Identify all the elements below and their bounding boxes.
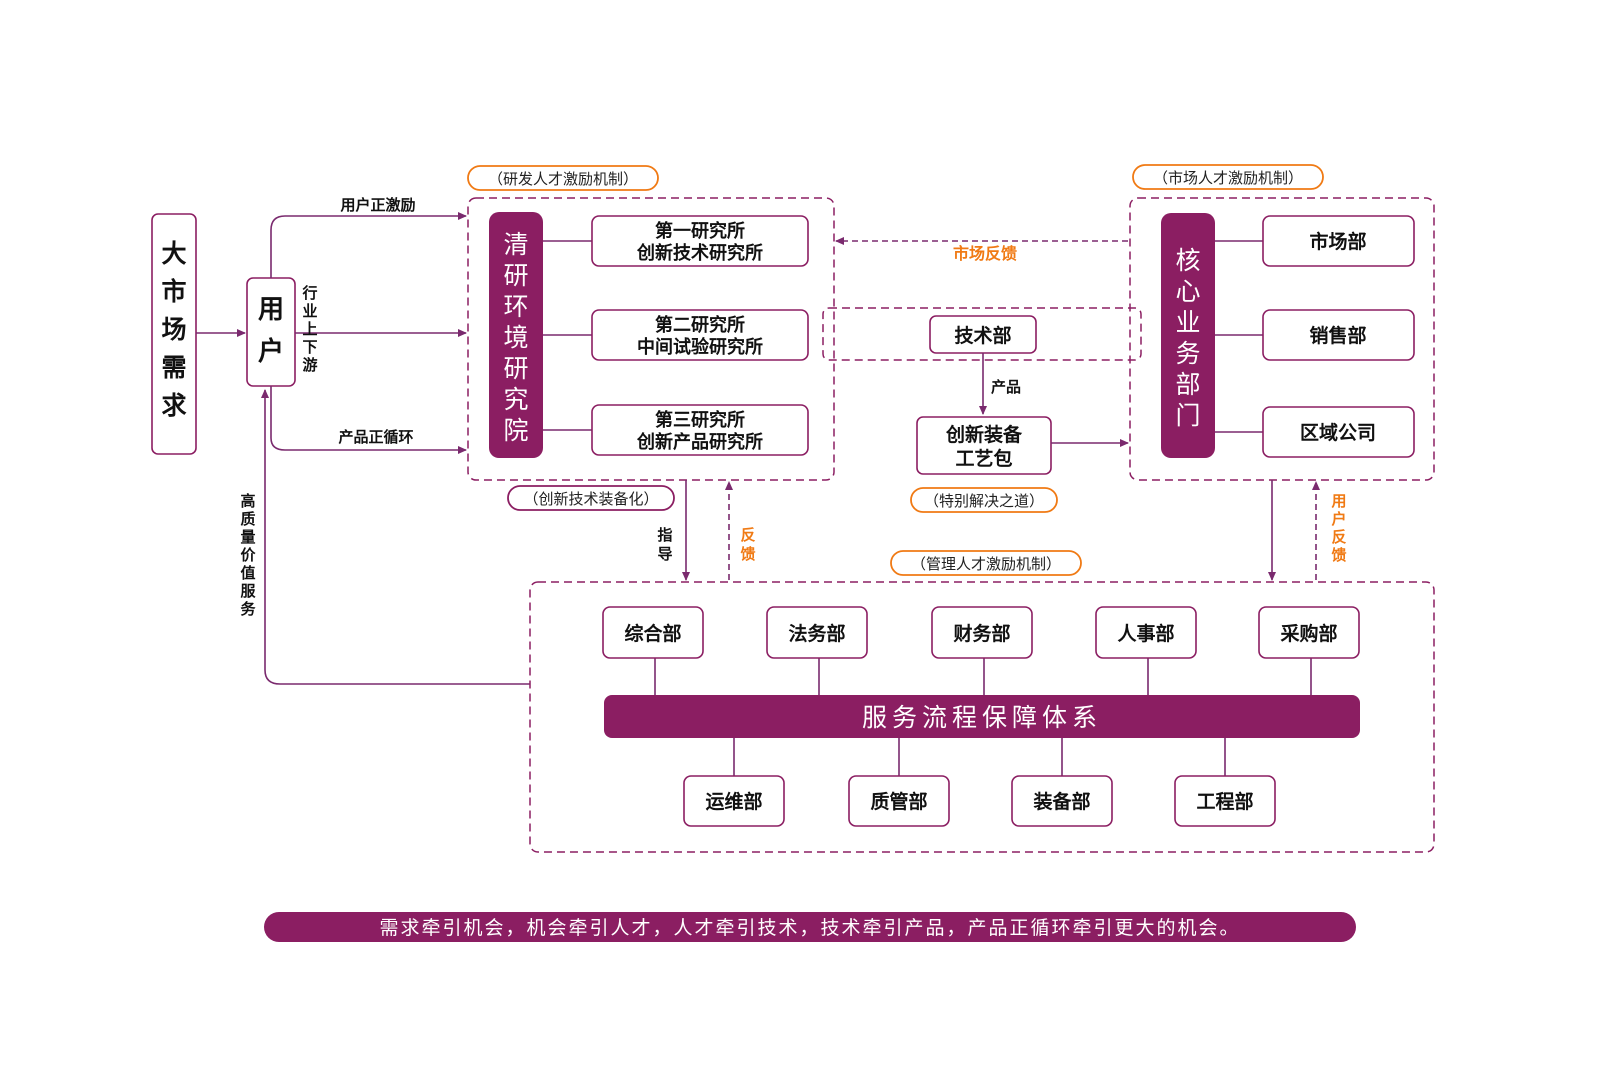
institute-label: 清研环境研究院 — [503, 230, 528, 445]
industry-label: 行业上下游 — [301, 284, 317, 374]
product-label: 产品 — [991, 378, 1021, 396]
management-dept-box: 采购部 — [1258, 606, 1360, 695]
management-dept-label: 综合部 — [624, 622, 681, 645]
feedback-label: 反馈 — [739, 526, 755, 563]
product-cycle-label: 产品正循环 — [338, 428, 413, 446]
market-feedback-label: 市场反馈 — [953, 244, 1017, 263]
management-dept-box: 运维部 — [683, 738, 785, 827]
management-dept-box: 综合部 — [602, 606, 704, 695]
lab-name: 第三研究所 — [655, 409, 745, 431]
management-dept-label: 采购部 — [1280, 622, 1337, 645]
service-return-arrow — [261, 389, 530, 685]
management-tag: （管理人才激励机制） — [890, 550, 1082, 576]
special-solution-tag: （特别解决之道） — [910, 487, 1058, 513]
management-dept-box: 质管部 — [848, 738, 950, 827]
lab-name: 第二研究所 — [655, 314, 745, 336]
management-group — [529, 581, 1435, 853]
market-dept-label: 市场部 — [1309, 230, 1366, 253]
core-business-pill: 核心业务部门 — [1161, 213, 1215, 458]
core-business-label: 核心业务部门 — [1175, 246, 1200, 430]
user-incentive-arrow — [270, 212, 467, 278]
svg-text:需求牵引机会，机会牵引人才，人才牵引技术，技术牵引产品，产品: 需求牵引机会，机会牵引人才，人才牵引技术，技术牵引产品，产品正循环牵引更大的机会… — [379, 917, 1240, 939]
management-dept-label: 法务部 — [788, 622, 845, 645]
market-dept-box: 区域公司 — [1215, 406, 1415, 458]
svg-text:（特别解决之道）: （特别解决之道） — [924, 492, 1044, 510]
institute-pill: 清研环境研究院 — [489, 212, 543, 458]
svg-text:工艺包: 工艺包 — [955, 447, 1012, 470]
market-dept-label: 区域公司 — [1300, 421, 1376, 444]
innovation-package-box: 创新装备 工艺包 — [916, 416, 1052, 475]
management-dept-box: 工程部 — [1174, 738, 1276, 827]
user-box: 用户 — [246, 277, 296, 387]
svg-text:服务流程保障体系: 服务流程保障体系 — [862, 703, 1102, 732]
user-incentive-label: 用户正激励 — [340, 196, 415, 214]
market-dept-label: 销售部 — [1309, 324, 1366, 347]
management-dept-box: 装备部 — [1011, 738, 1113, 827]
management-dept-label: 质管部 — [870, 790, 927, 813]
management-dept-label: 人事部 — [1117, 622, 1174, 645]
high-quality-service-label: 高质量价值服务 — [240, 492, 256, 618]
market-demand-box: 大市场需求 — [151, 213, 197, 455]
service-system-bar: 服务流程保障体系 — [604, 695, 1360, 738]
svg-text:（创新技术装备化）: （创新技术装备化） — [523, 490, 658, 508]
guide-label: 指导 — [657, 526, 672, 563]
svg-text:（管理人才激励机制）: （管理人才激励机制） — [911, 555, 1061, 573]
management-dept-box: 法务部 — [766, 606, 868, 695]
lab-subname: 中间试验研究所 — [637, 336, 763, 358]
market-tag: （市场人才激励机制） — [1132, 164, 1324, 190]
market-demand-label: 大市场需求 — [161, 239, 186, 420]
user-label: 用户 — [258, 295, 284, 367]
slogan-bar: 需求牵引机会，机会牵引人才，人才牵引技术，技术牵引产品，产品正循环牵引更大的机会… — [264, 912, 1356, 942]
rd-bottom-tag: （创新技术装备化） — [507, 485, 675, 511]
tech-dept-box: 技术部 — [929, 315, 1037, 354]
management-top-depts: 综合部 法务部 财务部 人事部 采购部 — [602, 606, 1360, 695]
svg-text:（研发人才激励机制）: （研发人才激励机制） — [488, 170, 638, 188]
lab-subname: 创新产品研究所 — [636, 431, 763, 453]
svg-text:创新装备: 创新装备 — [945, 423, 1023, 446]
management-dept-label: 装备部 — [1032, 790, 1090, 813]
lab-subname: 创新技术研究所 — [636, 242, 763, 264]
svg-text:（市场人才激励机制）: （市场人才激励机制） — [1153, 169, 1303, 187]
market-dept-box: 市场部 — [1215, 215, 1415, 267]
lab-name: 第一研究所 — [655, 220, 745, 242]
management-dept-box: 人事部 — [1095, 606, 1197, 695]
rd-tag: （研发人才激励机制） — [467, 165, 659, 191]
market-dept-box: 销售部 — [1215, 309, 1415, 361]
management-dept-label: 财务部 — [953, 622, 1010, 645]
management-dept-label: 工程部 — [1196, 790, 1253, 813]
market-group — [1129, 197, 1435, 481]
management-dept-box: 财务部 — [931, 606, 1033, 695]
product-cycle-arrow — [270, 386, 467, 454]
management-bottom-depts: 运维部 质管部 装备部 工程部 — [683, 738, 1276, 827]
management-dept-label: 运维部 — [705, 790, 762, 813]
rd-group — [467, 197, 835, 481]
user-feedback-label: 用户反馈 — [1330, 492, 1346, 564]
svg-text:技术部: 技术部 — [954, 324, 1011, 347]
